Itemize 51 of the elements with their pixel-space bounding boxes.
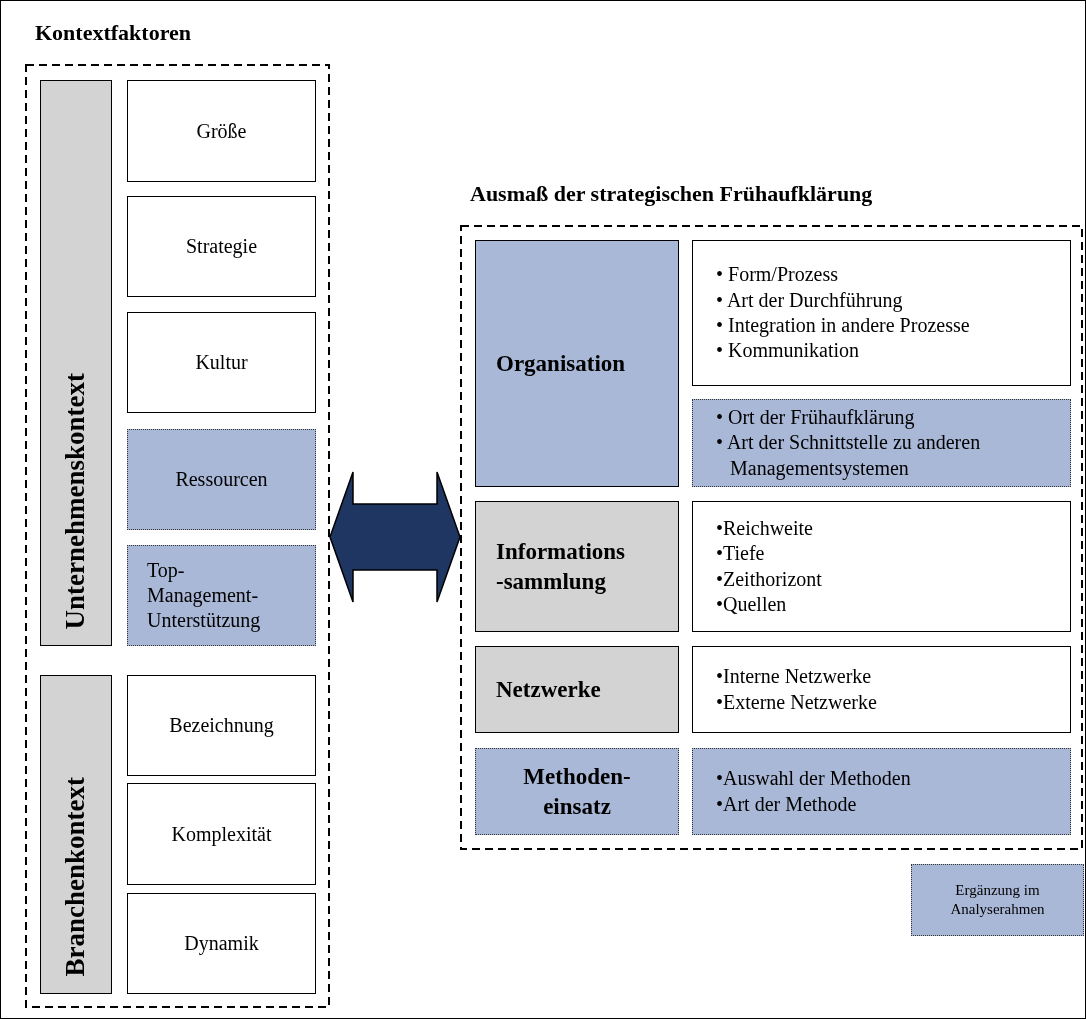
group-heading: Kontextfaktoren [35,20,192,46]
dimension-box [475,646,679,733]
group-heading: Ausmaß der strategischen Frühaufklärung [470,181,873,207]
bullet-list-box [692,501,1071,632]
bullet-item: •Zeithorizont [716,566,823,592]
bullet-item: • Kommunikation [716,338,861,364]
legend-text: Ergänzung im Analyserahmen [949,881,1046,919]
factor-box [127,675,316,776]
bullet-item: •Quellen [716,591,788,617]
factor-label: Komplexität [171,821,272,847]
factor-label: Strategie [185,234,258,259]
category-bar [40,80,112,646]
bullet-list-box [692,240,1071,386]
dimension-label: Informations -sammlung [496,537,627,596]
dimension-box [475,501,679,632]
bullet-list-box [692,748,1071,835]
category-bar [40,675,112,994]
factor-box [127,893,316,994]
bullet-item: •Reichweite [716,515,814,541]
factor-label: Top- Management- Unterstützung [147,558,262,633]
bullet-item: • Ort der Frühaufklärung [716,404,916,431]
factor-box [127,312,316,413]
category-label: Branchenkontext [59,777,92,977]
factor-label: Größe [196,118,247,144]
bullet-item: •Auswahl der Methoden [716,766,912,792]
dimension-label: Organisation [496,349,627,378]
factor-label: Ressourcen [175,467,268,492]
bullet-item: • Art der Schnittstelle zu anderen Managementsystemen [716,430,982,482]
bullet-item: • Integration in andere Prozesse [716,313,971,339]
bullet-item: •Art der Methode [716,791,858,817]
dimension-label: Netzwerke [496,675,602,704]
bullet-list-box [692,399,1071,487]
factor-box [127,545,316,646]
factor-label: Bezeichnung [169,713,274,738]
double-block-arrow [329,471,461,603]
factor-box [127,783,316,885]
bullet-item: • Form/Prozess [716,262,839,288]
bullet-item: • Art der Durchführung [716,287,904,313]
category-label: Unternehmenskontext [59,372,92,629]
bullet-item: •Interne Netzwerke [716,664,873,690]
factor-label: Kultur [195,350,248,375]
dimension-label: Methoden- einsatz [522,762,632,821]
bullet-item: •Externe Netzwerke [716,689,878,715]
factor-label: Dynamik [184,931,259,956]
bullet-item: •Tiefe [716,541,766,567]
bullet-list-box [692,646,1071,733]
factor-box [127,429,316,530]
factor-box [127,80,316,182]
dimension-box [475,240,679,487]
dimension-box [475,748,679,835]
factor-box [127,196,316,297]
